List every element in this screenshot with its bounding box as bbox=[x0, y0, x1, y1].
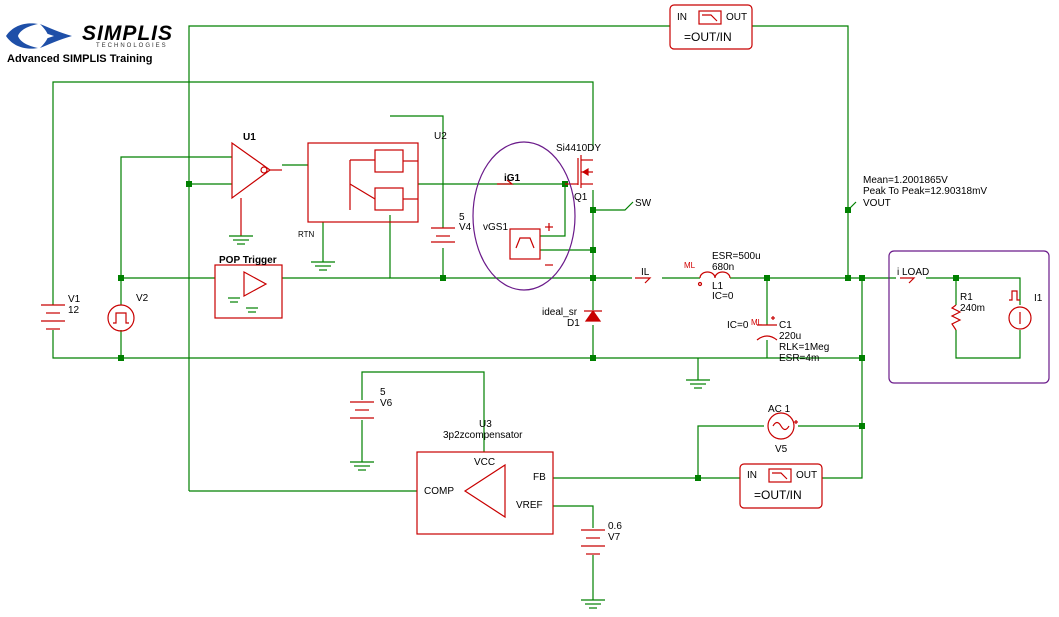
v4-ref: V4 bbox=[459, 222, 472, 233]
v5-ref: V5 bbox=[775, 444, 788, 455]
u3-comp: COMP bbox=[424, 486, 454, 497]
l1-value: 680n bbox=[712, 262, 735, 273]
v6-ref: V6 bbox=[380, 398, 393, 409]
sw-label: SW bbox=[635, 198, 652, 209]
c1-ref: C1 bbox=[779, 320, 792, 331]
ig1-ref: iG1 bbox=[504, 173, 521, 184]
u3-compensator-box bbox=[416, 451, 554, 535]
meas-top-formula: =OUT/IN bbox=[684, 30, 732, 44]
resistor-r1 bbox=[950, 304, 962, 331]
u3-vref: VREF bbox=[516, 500, 543, 511]
u2-driver-box bbox=[307, 142, 419, 223]
vout-mean: Mean=1.2001865V bbox=[863, 175, 948, 186]
simplis-logo-icon bbox=[6, 23, 72, 49]
u3-vcc: VCC bbox=[474, 457, 496, 468]
iload-label: i LOAD bbox=[897, 267, 930, 278]
inductor-l1 bbox=[699, 271, 731, 279]
u3-fb: FB bbox=[533, 472, 546, 483]
vout-label: VOUT bbox=[863, 198, 891, 209]
vout-p2p: Peak To Peak=12.90318mV bbox=[863, 186, 988, 197]
d1-ref: D1 bbox=[567, 318, 580, 329]
d1-model: ideal_sr bbox=[542, 307, 578, 318]
v7-value: 0.6 bbox=[608, 521, 622, 532]
ground-symbols bbox=[228, 235, 710, 609]
current-source-i1 bbox=[1008, 306, 1032, 330]
u2-ref: U2 bbox=[434, 131, 447, 142]
c1-esr: ESR=4m bbox=[779, 353, 820, 364]
meas-bot-out: OUT bbox=[796, 470, 818, 481]
vgs1-ref: vGS1 bbox=[483, 222, 509, 233]
opamp-u1-symbol bbox=[231, 141, 272, 200]
u1-ref: U1 bbox=[243, 132, 256, 143]
u2-rtn: RTN bbox=[298, 230, 315, 239]
meas-bot-in: IN bbox=[747, 470, 757, 481]
wires bbox=[52, 25, 1021, 600]
v7-ref: V7 bbox=[608, 532, 621, 543]
pop-trigger-title: POP Trigger bbox=[219, 255, 277, 266]
i1-ref: I1 bbox=[1034, 293, 1043, 304]
c1-rlk: RLK=1Meg bbox=[779, 342, 830, 353]
meas-top-in: IN bbox=[677, 12, 687, 23]
u3-model: 3p2zcompensator bbox=[443, 430, 523, 441]
meas-bot-formula: =OUT/IN bbox=[754, 488, 802, 502]
c1-ic: IC=0 bbox=[727, 320, 749, 331]
brand-name: SIMPLIS bbox=[82, 22, 174, 45]
v4-value: 5 bbox=[459, 212, 465, 223]
r1-value: 240m bbox=[960, 303, 986, 314]
vgs1-probe bbox=[509, 228, 541, 260]
l1-ml: ML bbox=[684, 261, 696, 270]
parts bbox=[41, 4, 1032, 555]
meas-bottom-box bbox=[739, 463, 823, 509]
gate-drive-highlight bbox=[472, 141, 576, 291]
v5-ac-source bbox=[767, 412, 795, 440]
v6-value: 5 bbox=[380, 387, 386, 398]
junction-dots bbox=[118, 181, 959, 481]
l1-ref: L1 bbox=[712, 281, 724, 292]
v5-ac: AC 1 bbox=[768, 404, 791, 415]
c1-value: 220u bbox=[779, 331, 802, 342]
meas-top-out: OUT bbox=[726, 12, 748, 23]
q1-ref: Q1 bbox=[574, 192, 588, 203]
l1-esr: ESR=500u bbox=[712, 251, 761, 262]
c1-ml: ML bbox=[751, 318, 763, 327]
v2-ref: V2 bbox=[136, 293, 149, 304]
il-label: IL bbox=[641, 267, 650, 278]
u3-ref: U3 bbox=[479, 419, 492, 430]
subtitle: Advanced SIMPLIS Training bbox=[7, 53, 153, 65]
load-highlight-box bbox=[888, 250, 1050, 384]
v1-value: 12 bbox=[68, 305, 80, 316]
r1-ref: R1 bbox=[960, 292, 973, 303]
v2-source bbox=[107, 304, 135, 332]
meas-top-box bbox=[669, 4, 753, 50]
q1-model: Si4410DY bbox=[556, 143, 602, 154]
l1-ic: IC=0 bbox=[712, 291, 734, 302]
v1-ref: V1 bbox=[68, 294, 81, 305]
brand-tagline: TECHNOLOGIES bbox=[96, 43, 168, 49]
pop-trigger-box bbox=[214, 264, 283, 319]
